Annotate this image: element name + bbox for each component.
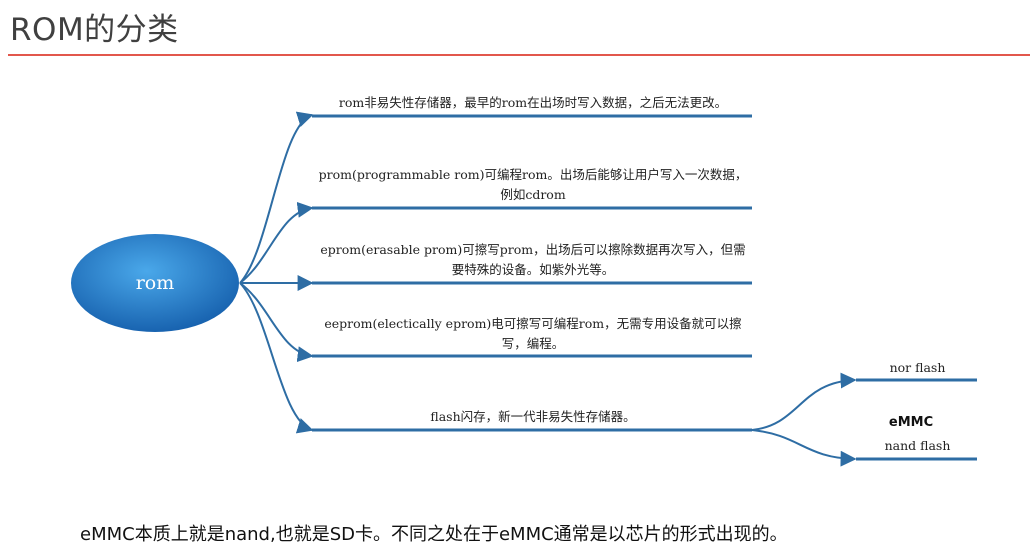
branch-2-label: prom(programmable rom)可编程rom。出场后能够让用户写入一… [318, 167, 748, 202]
connector-branch-4 [239, 282, 314, 363]
branch-1-label: rom非易失性存储器，最早的rom在出场时写入数据，之后无法更改。 [338, 95, 728, 110]
root-node-label: rom [135, 272, 175, 294]
branch-4-label: eeprom(electically eprom)电可擦写可编程rom，无需专用… [324, 316, 742, 351]
connector-branch-5 [239, 282, 314, 434]
page-title: ROM的分类 [10, 12, 179, 48]
nor-flash-label: nor flash [889, 360, 946, 375]
branch-3-label: eprom(erasable prom)可擦写prom，出场后可以擦除数据再次写… [320, 242, 746, 277]
connector-branch-1 [239, 111, 314, 284]
connector-nand-flash [751, 429, 857, 467]
title-divider [8, 54, 1030, 56]
emmc-label: eMMC [888, 415, 934, 430]
footer-note: eMMC本质上就是nand,也就是SD卡。不同之处在于eMMC通常是以芯片的形式… [80, 524, 788, 545]
root-node[interactable] [71, 234, 239, 332]
connector-nor-flash [751, 372, 857, 431]
connector-branch-2 [239, 201, 314, 284]
branch-5-label: flash闪存，新一代非易失性存储器。 [430, 409, 636, 424]
nand-flash-label: nand flash [884, 438, 951, 453]
